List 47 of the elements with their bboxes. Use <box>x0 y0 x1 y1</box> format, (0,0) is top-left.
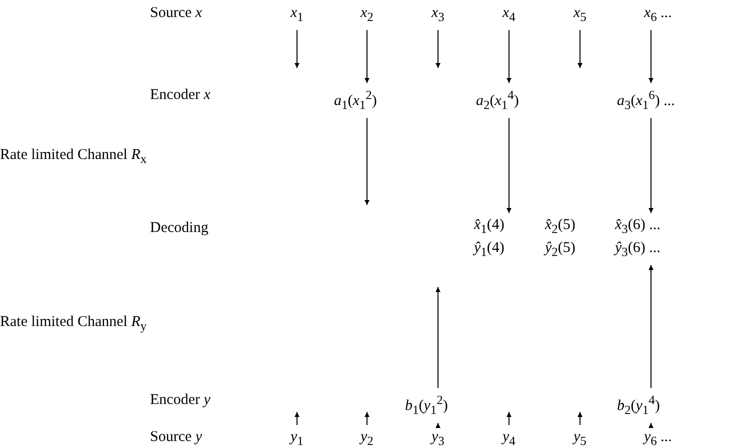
row-label: Source y <box>150 428 202 447</box>
arrow <box>648 30 654 84</box>
arrow <box>436 286 440 388</box>
symbol-label: x$_{4}$ <box>502 4 516 27</box>
row-label: Source x <box>150 4 202 23</box>
symbol-label: a$_{2}$(x$_{1}$$^{4}$) <box>476 86 519 115</box>
symbol-label: a$_{3}$(x$_{1}$$^{6}$) ... <box>617 86 675 115</box>
arrow <box>506 118 512 214</box>
arrow <box>364 118 370 206</box>
arrow <box>294 412 300 426</box>
symbol-label: y$_{2}$ <box>360 428 374 448</box>
row-label: Rate limited Channel R$_{x}$ <box>0 146 147 168</box>
symbol-label: x$_{3}$ <box>432 4 444 27</box>
row-label: Encoder x <box>150 86 210 105</box>
arrow <box>364 412 370 426</box>
symbol-label: y$_{4}$ <box>502 428 516 448</box>
estimate-label: x̂$_{1}$(4) <box>474 216 504 238</box>
symbol-label: b$_{2}$(y$_{1}$$^{4}$) <box>617 391 660 420</box>
arrow <box>506 30 512 84</box>
symbol-label: y$_{3}$ <box>432 428 444 448</box>
estimate-label: ŷ$_{1}$(4) <box>474 239 504 261</box>
arrow <box>578 30 582 68</box>
symbol-label: x$_{5}$ <box>574 4 586 27</box>
estimate-label: x̂$_{3}$(6) ... <box>615 216 660 238</box>
row-label: Rate limited Channel R$_{y}$ <box>0 313 147 335</box>
row-label: Decoding <box>150 219 208 238</box>
symbol-label: x$_{1}$ <box>290 4 304 27</box>
arrow <box>648 422 654 428</box>
arrow <box>436 30 440 68</box>
estimate-label: ŷ$_{2}$(5) <box>545 239 576 261</box>
symbol-label: y$_{5}$ <box>574 428 586 448</box>
arrow <box>436 422 440 428</box>
arrow <box>648 264 654 388</box>
symbol-label: y$_{6}$ ... <box>644 428 672 448</box>
row-label: Encoder y <box>150 391 210 410</box>
arrow <box>506 412 512 426</box>
symbol-label: a$_{1}$(x$_{1}$$^{2}$) <box>334 86 377 115</box>
symbol-label: x$_{6}$ ... <box>644 4 672 27</box>
symbol-label: b$_{1}$(y$_{1}$$^{2}$) <box>405 391 448 420</box>
arrow <box>578 412 582 426</box>
estimate-label: ŷ$_{3}$(6) ... <box>615 239 660 261</box>
arrow <box>364 30 370 84</box>
arrow <box>294 30 300 68</box>
estimate-label: x̂$_{2}$(5) <box>545 216 576 238</box>
arrow <box>648 118 654 214</box>
symbol-label: x$_{2}$ <box>360 4 374 27</box>
symbol-label: y$_{1}$ <box>290 428 304 448</box>
